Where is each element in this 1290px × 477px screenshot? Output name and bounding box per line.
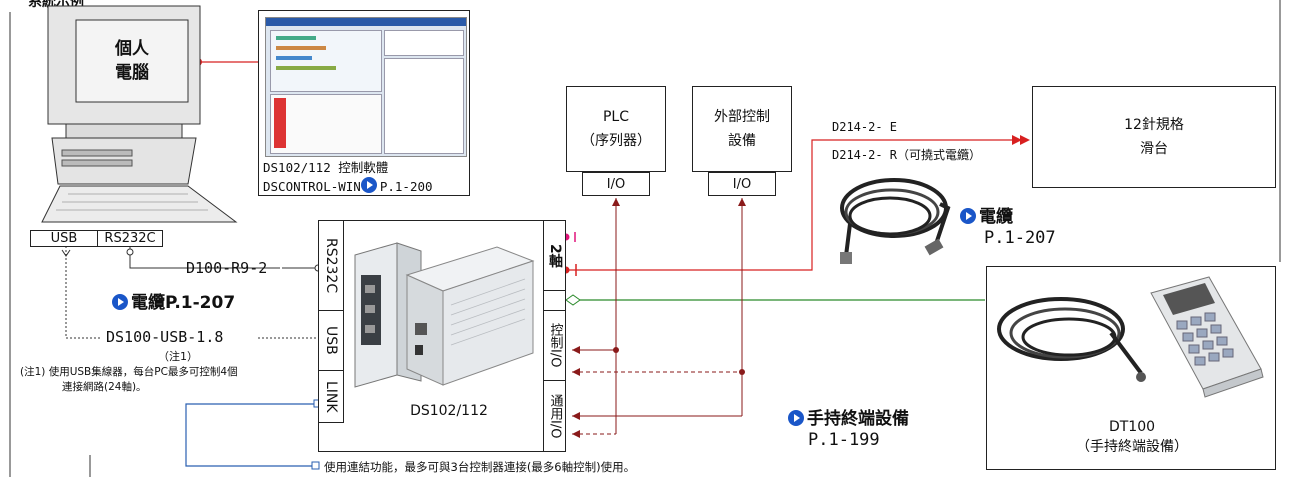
plc-io: I/O [582, 172, 650, 196]
dt100-image [997, 276, 1264, 398]
page-ref-icon [112, 294, 128, 310]
dt100-label: DT100 （手持終端設備） [987, 417, 1277, 457]
controller-handheld-port [543, 291, 566, 311]
pc-screen-label: 個人 電腦 [76, 20, 188, 102]
pc-label-line2: 電腦 [115, 63, 149, 83]
usb-cable-part: DS100-USB-1.8 [106, 328, 224, 346]
software-page-ref[interactable]: P.1-200 [379, 179, 433, 194]
usb-note-ref: （注1） [158, 350, 198, 363]
ext-io: I/O [708, 172, 776, 196]
page-ref-icon [788, 410, 804, 426]
pc-usb-port: USB [30, 230, 98, 247]
controller-axis-port: 2軸 [543, 221, 566, 291]
controller-name: DS102/112 [410, 403, 488, 419]
usb-note-line2: 連接網路(24軸)。 [62, 381, 147, 393]
handheld-ref-page[interactable]: P.1-199 [808, 430, 880, 450]
controller-rs232c-port: RS232C [319, 221, 344, 311]
rs232c-cable-part: D100-R9-2 [186, 259, 268, 277]
software-panel: DS102/112 控制軟體 DSCONTROL-WIN P.1-200 [258, 10, 470, 196]
ctrl-io-arrow-2 [572, 368, 580, 376]
usb-note: (注1) 使用USB集線器，每台PC最多可控制4個 連接網路(24軸)。 [20, 365, 238, 395]
usb-cable-line [65, 246, 100, 339]
controller-ctrl-io-port: 控制I/O [543, 311, 566, 381]
left-cable-ref-text: 電纜P.1-207 [131, 293, 236, 313]
software-caption: DS102/112 控制軟體 DSCONTROL-WIN P.1-200 [263, 159, 433, 196]
rs232c-port-connector [126, 248, 134, 256]
handheld-port-connector [565, 294, 581, 306]
plc-line1: PLC [602, 109, 630, 125]
cable-label-1: D214-2- E [832, 120, 898, 134]
controller-box: RS232C USB LINK 2軸 控制I/O 通用I/O DS102/112 [318, 220, 566, 452]
ctrl-io-node-2 [739, 369, 745, 375]
page-ref-icon [360, 177, 377, 193]
ctrl-io-arrow-1 [572, 346, 580, 354]
plc-box: PLC （序列器） [566, 86, 666, 172]
dt100-line1: DT100 [1108, 419, 1156, 435]
stage-line2: 滑台 [1140, 141, 1168, 157]
usb-note-line1: (注1) 使用USB集線器，每台PC最多可控制4個 [20, 366, 238, 378]
software-caption-line1: DS102/112 控制軟體 [263, 160, 389, 175]
cable-label-2: D214-2- R（可撓式電纜） [832, 148, 982, 162]
cable-image [840, 178, 951, 264]
cable-ref[interactable]: 電纜 [960, 202, 1013, 227]
link-note: 使用連結功能，最多可與3台控制器連接(最多6軸控制)使用。 [324, 460, 636, 474]
pc-rs232c-port: RS232C [97, 230, 163, 247]
controller-usb-port: USB [319, 311, 344, 371]
usb-port-connector [61, 249, 71, 257]
ctrl-io-node-1 [613, 347, 619, 353]
cable-ref-page[interactable]: P.1-207 [984, 228, 1056, 248]
controller-image [354, 242, 535, 388]
handheld-ref[interactable]: 手持終端設備 [788, 404, 909, 429]
stage-arrow [1012, 135, 1030, 145]
gen-io-arrow-1 [572, 412, 580, 420]
stage-box: 12針規格 滑台 [1032, 86, 1276, 188]
handheld-ref-title: 手持終端設備 [807, 409, 909, 429]
controller-gen-io-port: 通用I/O [543, 381, 566, 452]
page-ref-icon [960, 208, 976, 224]
plc-io-arrow [612, 198, 620, 206]
controller-link-port: LINK [319, 371, 344, 423]
software-caption-line2: DSCONTROL-WIN [263, 179, 361, 194]
ext-io-arrow [738, 198, 746, 206]
dt100-box: DT100 （手持終端設備） [986, 266, 1276, 470]
gen-io-arrow-2 [572, 430, 580, 438]
ext-line2: 設備 [728, 133, 756, 149]
axis-cable-line [566, 139, 1020, 271]
link-line [185, 403, 316, 467]
plc-line2: （序列器） [581, 133, 651, 149]
cable-ref-title: 電纜 [979, 207, 1013, 227]
ext-control-box: 外部控制 設備 [692, 86, 792, 172]
pc-label-line1: 個人 [115, 39, 149, 59]
ext-line1: 外部控制 [714, 109, 770, 125]
left-cable-ref[interactable]: 電纜P.1-207 [112, 288, 235, 313]
dt100-line2: （手持終端設備） [1076, 439, 1188, 455]
link-note-connector [311, 461, 320, 470]
stage-line1: 12針規格 [1124, 117, 1184, 133]
pc-illustration [41, 5, 238, 223]
software-screenshot [265, 17, 467, 157]
section-label: 系統示例 [28, 0, 84, 10]
